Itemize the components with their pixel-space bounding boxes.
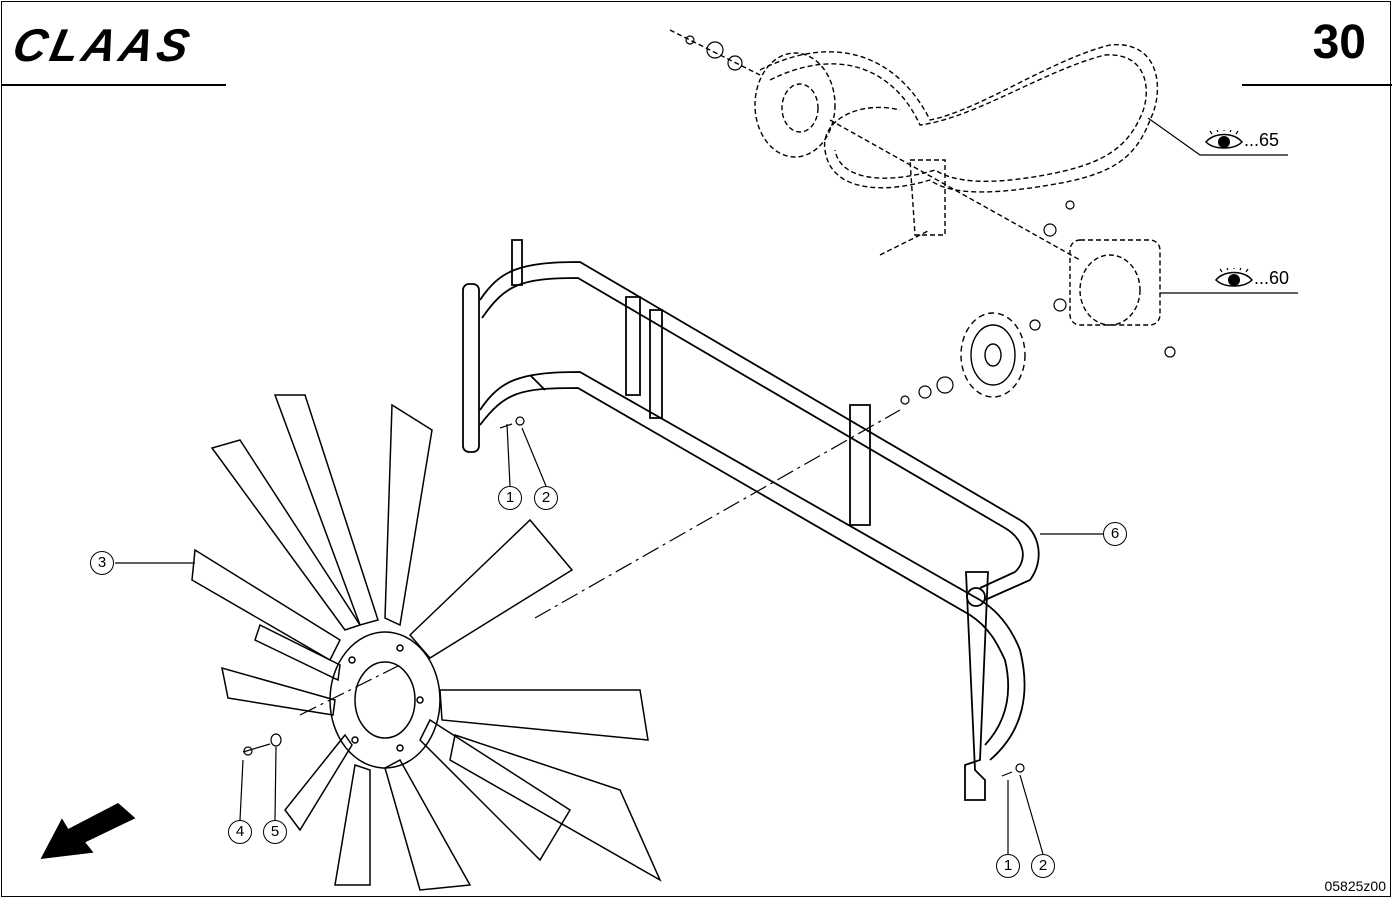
lower-pulley [960, 312, 1026, 398]
exploded-small-parts [685, 35, 1176, 405]
cross-reference-65[interactable]: ...65 [1204, 129, 1280, 152]
fan-guard-frame [462, 239, 1040, 801]
hub-axis-line [299, 664, 401, 716]
cross-reference-60-text: ...60 [1254, 268, 1290, 288]
callout-2-lower[interactable]: 2 [1031, 854, 1055, 878]
callout-1-lower[interactable]: 1 [996, 854, 1020, 878]
callout-5[interactable]: 5 [263, 820, 287, 844]
logo-underline [1, 84, 226, 86]
callout-1-upper[interactable]: 1 [498, 486, 522, 510]
eye-icon [1204, 129, 1244, 149]
callout-2-upper[interactable]: 2 [534, 486, 558, 510]
page-number-underline [1242, 84, 1392, 86]
callout-6[interactable]: 6 [1103, 522, 1127, 546]
cross-reference-65-text: ...65 [1244, 130, 1280, 150]
direction-arrow-icon [40, 803, 136, 859]
cooling-fan [191, 394, 662, 891]
callout-4[interactable]: 4 [228, 820, 252, 844]
leader-lines [115, 117, 1298, 855]
belt-drive-assembly-dashed [669, 29, 1161, 326]
drawing-code: 05825z00 [1324, 878, 1386, 894]
callout-3[interactable]: 3 [90, 551, 114, 575]
fasteners [242, 416, 1025, 777]
page-number: 30 [1312, 16, 1366, 69]
eye-icon [1214, 267, 1254, 287]
cross-reference-60[interactable]: ...60 [1214, 267, 1290, 290]
assembly-axis-line [534, 409, 901, 619]
